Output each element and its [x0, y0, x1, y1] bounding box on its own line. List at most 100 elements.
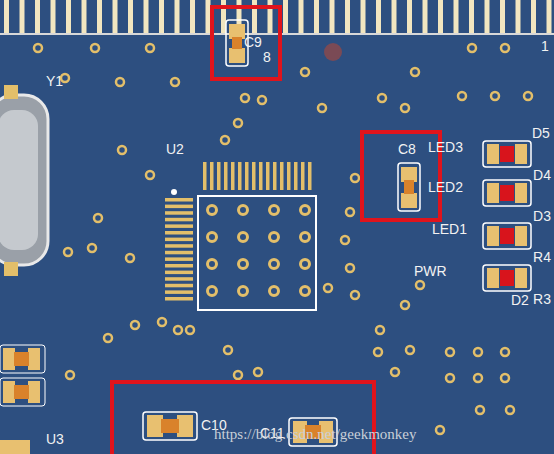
chip-pad [165, 224, 193, 228]
header-pin [159, 0, 164, 34]
part-label: U3 [46, 432, 64, 446]
header-pin [531, 0, 536, 34]
led-pad [515, 268, 527, 288]
header-pin [516, 0, 521, 34]
header-pin [190, 0, 195, 34]
via [186, 326, 194, 334]
chip-pad [259, 162, 263, 190]
header-pin [376, 0, 381, 34]
chip-pad [165, 257, 193, 261]
crystal [0, 95, 48, 265]
chip-pad [165, 198, 193, 202]
chip-pad [165, 277, 193, 281]
part-label: D3 [533, 209, 551, 223]
header-edge [0, 33, 554, 35]
header-pin [469, 0, 474, 34]
via [501, 374, 509, 382]
highlight-box: C10C11 [110, 380, 376, 454]
highlight-box: C9 [210, 5, 282, 81]
via [118, 146, 126, 154]
chip-pad [231, 162, 235, 190]
chip-pad [224, 162, 228, 190]
part-label: R4 [533, 250, 551, 264]
header-pin [438, 0, 443, 34]
thermal-via [239, 260, 248, 269]
via [416, 281, 424, 289]
watermark: https://blog.csdn.net/geekmonkey [214, 427, 416, 442]
thermal-via [208, 260, 217, 269]
via [116, 78, 124, 86]
via [254, 368, 262, 376]
via [91, 44, 99, 52]
chip-pad [165, 251, 193, 255]
chip-pad [165, 231, 193, 235]
chip-pad [238, 162, 242, 190]
via-large [324, 43, 342, 61]
via [446, 374, 454, 382]
via [131, 321, 139, 329]
header-pin [128, 0, 133, 34]
via [341, 236, 349, 244]
via [491, 92, 499, 100]
via [406, 346, 414, 354]
via [88, 244, 96, 252]
part-label: Y1 [46, 74, 63, 88]
header-pin [454, 0, 459, 34]
thermal-via [270, 206, 279, 215]
chip-pad [245, 162, 249, 190]
via [468, 44, 476, 52]
pin-number: 1 [541, 39, 549, 53]
header-pin [283, 0, 288, 34]
pin-number: 8 [263, 50, 271, 64]
thermal-via [301, 260, 310, 269]
part-label: LED2 [428, 180, 463, 194]
led-pad [515, 183, 527, 203]
part-label: D2 [511, 293, 529, 307]
led-body [500, 185, 514, 201]
via [446, 348, 454, 356]
via [506, 406, 514, 414]
part-label: U2 [166, 142, 184, 156]
header-pin [423, 0, 428, 34]
via [501, 348, 509, 356]
via [524, 92, 532, 100]
chip-pad [210, 162, 214, 190]
via [34, 44, 42, 52]
via [501, 44, 509, 52]
led-body [500, 146, 514, 162]
led-pad [515, 226, 527, 246]
header-pin [392, 0, 397, 34]
chip-pad [165, 297, 193, 301]
part-label: LED1 [432, 222, 467, 236]
chip-pad [203, 162, 207, 190]
header-pin [113, 0, 118, 34]
header-pin [314, 0, 319, 34]
via [436, 426, 444, 434]
chip-pad [308, 162, 312, 190]
part-label: C9 [244, 35, 262, 49]
crystal-pad [4, 85, 18, 99]
header-pin [330, 0, 335, 34]
via [378, 94, 386, 102]
header-pin [345, 0, 350, 34]
chip-pad [266, 162, 270, 190]
chip-pad [294, 162, 298, 190]
thermal-via [301, 206, 310, 215]
part-label: D5 [532, 126, 550, 140]
part-label: C8 [398, 142, 416, 156]
chip-pad [165, 290, 193, 294]
thermal-via [239, 233, 248, 242]
header-pin [97, 0, 102, 34]
via [66, 371, 74, 379]
thermal-via [208, 233, 217, 242]
header-pin [485, 0, 490, 34]
via [376, 326, 384, 334]
header-pin [175, 0, 180, 34]
via [224, 346, 232, 354]
chip-pad [217, 162, 221, 190]
via [158, 318, 166, 326]
thermal-via [208, 206, 217, 215]
header-pin [500, 0, 505, 34]
part-label: PWR [414, 264, 447, 278]
